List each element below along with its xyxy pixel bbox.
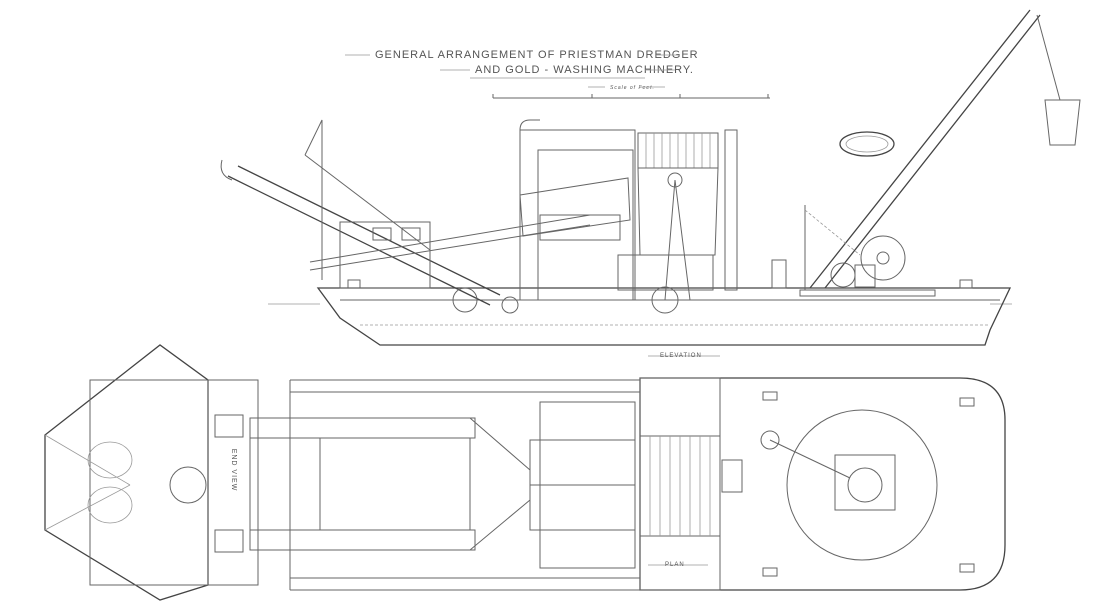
scale-label: Scale of Feet. <box>610 85 655 91</box>
elevation-label: ELEVATION <box>660 353 702 359</box>
title-block: GENERAL ARRANGEMENT OF PRIESTMAN DREDGER… <box>345 49 699 79</box>
plan-label: PLAN <box>665 562 685 568</box>
plan-view: END VIEW PLAN <box>44 344 1006 601</box>
maker-nameplate <box>839 131 895 157</box>
scale-bar: Scale of Feet. <box>492 85 770 99</box>
title-line-1: GENERAL ARRANGEMENT OF PRIESTMAN DREDGER <box>375 49 699 61</box>
elevation-view: ELEVATION <box>220 9 1081 359</box>
end-view-label: END VIEW <box>230 449 237 492</box>
title-line-2: AND GOLD - WASHING MACHINERY. <box>475 64 694 76</box>
